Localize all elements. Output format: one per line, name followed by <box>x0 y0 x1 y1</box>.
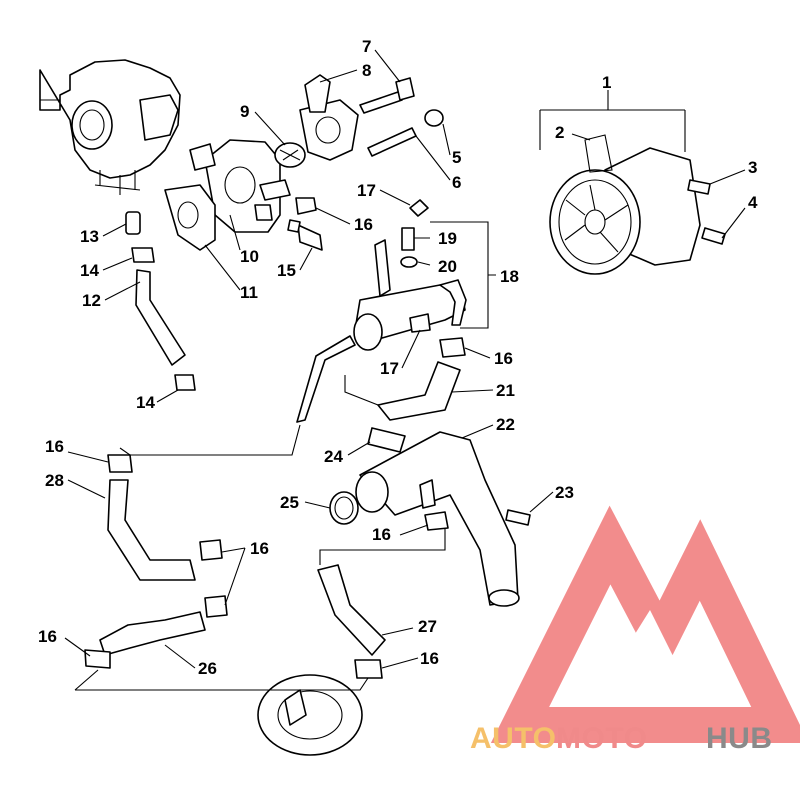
bolt-3 <box>687 179 711 195</box>
callout-19: 19 <box>438 229 457 248</box>
bolt-7 <box>359 77 415 114</box>
callout-28: 28 <box>45 471 64 490</box>
callout-16-right: 16 <box>494 349 513 368</box>
callout-6: 6 <box>452 173 461 192</box>
callout-16-top: 16 <box>354 215 373 234</box>
callout-24: 24 <box>324 447 343 466</box>
callout-17-lower: 17 <box>380 359 399 378</box>
hose-12 <box>135 269 186 366</box>
hose-27 <box>317 564 386 656</box>
callout-15: 15 <box>277 261 296 280</box>
callout-16-mid: 16 <box>250 539 269 558</box>
leader-lines <box>64 49 746 691</box>
callout-labels: 1 2 3 4 5 6 7 8 9 10 11 12 13 14 14 15 1… <box>38 37 758 678</box>
callout-27: 27 <box>418 617 437 636</box>
callout-16-center: 16 <box>372 525 391 544</box>
bolt-19 <box>401 227 415 251</box>
hose-28 <box>107 479 196 581</box>
throttle-body <box>39 59 181 195</box>
outlet-cover <box>299 74 359 161</box>
callout-8: 8 <box>362 61 371 80</box>
washer-20 <box>400 256 418 268</box>
callout-12: 12 <box>82 291 101 310</box>
callout-21: 21 <box>496 381 515 400</box>
water-pump <box>549 134 701 275</box>
thermostat-housing <box>189 139 291 233</box>
callout-18: 18 <box>500 267 519 286</box>
callout-4: 4 <box>748 193 758 212</box>
hose-clamp-pair-lower <box>204 595 228 618</box>
callout-17-upper: 17 <box>357 181 376 200</box>
callout-9: 9 <box>240 102 249 121</box>
callout-13: 13 <box>80 227 99 246</box>
temperature-sensor <box>287 219 323 251</box>
coolant-pipe-assembly <box>296 239 467 423</box>
outlet-pipe <box>355 431 520 607</box>
hose-24 <box>367 427 406 453</box>
callout-14-top: 14 <box>80 261 99 280</box>
callout-16-left: 16 <box>45 437 64 456</box>
nut-5 <box>424 109 444 127</box>
bolt-17-lower <box>409 313 431 333</box>
watermark-word-moto: MOTO <box>556 722 647 755</box>
gasket <box>164 184 216 251</box>
callout-7: 7 <box>362 37 371 56</box>
callout-14-bottom: 14 <box>136 393 155 412</box>
callout-11: 11 <box>240 283 258 302</box>
callout-3: 3 <box>748 158 757 177</box>
engine-housing <box>257 674 363 756</box>
callout-20: 20 <box>438 257 457 276</box>
hose-clamp-bottom-right <box>354 659 383 679</box>
callout-10: 10 <box>240 247 259 266</box>
callout-1: 1 <box>602 73 611 92</box>
bolt-23 <box>505 509 531 526</box>
callout-23: 23 <box>555 483 574 502</box>
hose-clamp-right <box>439 337 466 358</box>
callout-5: 5 <box>452 148 461 167</box>
bolt-4 <box>701 227 726 245</box>
o-ring <box>329 491 359 525</box>
clamp-14-bottom <box>174 374 196 391</box>
hose-clamp-pair-upper <box>199 539 223 561</box>
hose-clamp-center <box>424 511 449 531</box>
callout-2: 2 <box>555 123 564 142</box>
hose-clamp-left <box>107 454 133 473</box>
hose-21 <box>377 361 461 421</box>
bolt-17-upper <box>409 199 429 217</box>
callout-25: 25 <box>280 493 299 512</box>
callout-26: 26 <box>198 659 217 678</box>
callout-16-bottom-left: 16 <box>38 627 57 646</box>
hose-13 <box>125 211 141 235</box>
hose-clamp-bottom-left <box>84 649 111 669</box>
logo-mark <box>490 505 800 743</box>
watermark-word-auto: AUTO <box>470 722 556 755</box>
callout-22: 22 <box>496 415 515 434</box>
watermark-word-hub: HUB <box>706 722 773 755</box>
watermark-wordmark: AUTO MOTO HUB <box>470 722 773 755</box>
hose-clamp <box>295 197 317 215</box>
clamp-14-top <box>131 247 155 263</box>
callout-16-bottom-right: 16 <box>420 649 439 668</box>
bolt-6 <box>367 127 417 157</box>
thermostat <box>274 142 306 168</box>
hose-26 <box>99 611 206 656</box>
